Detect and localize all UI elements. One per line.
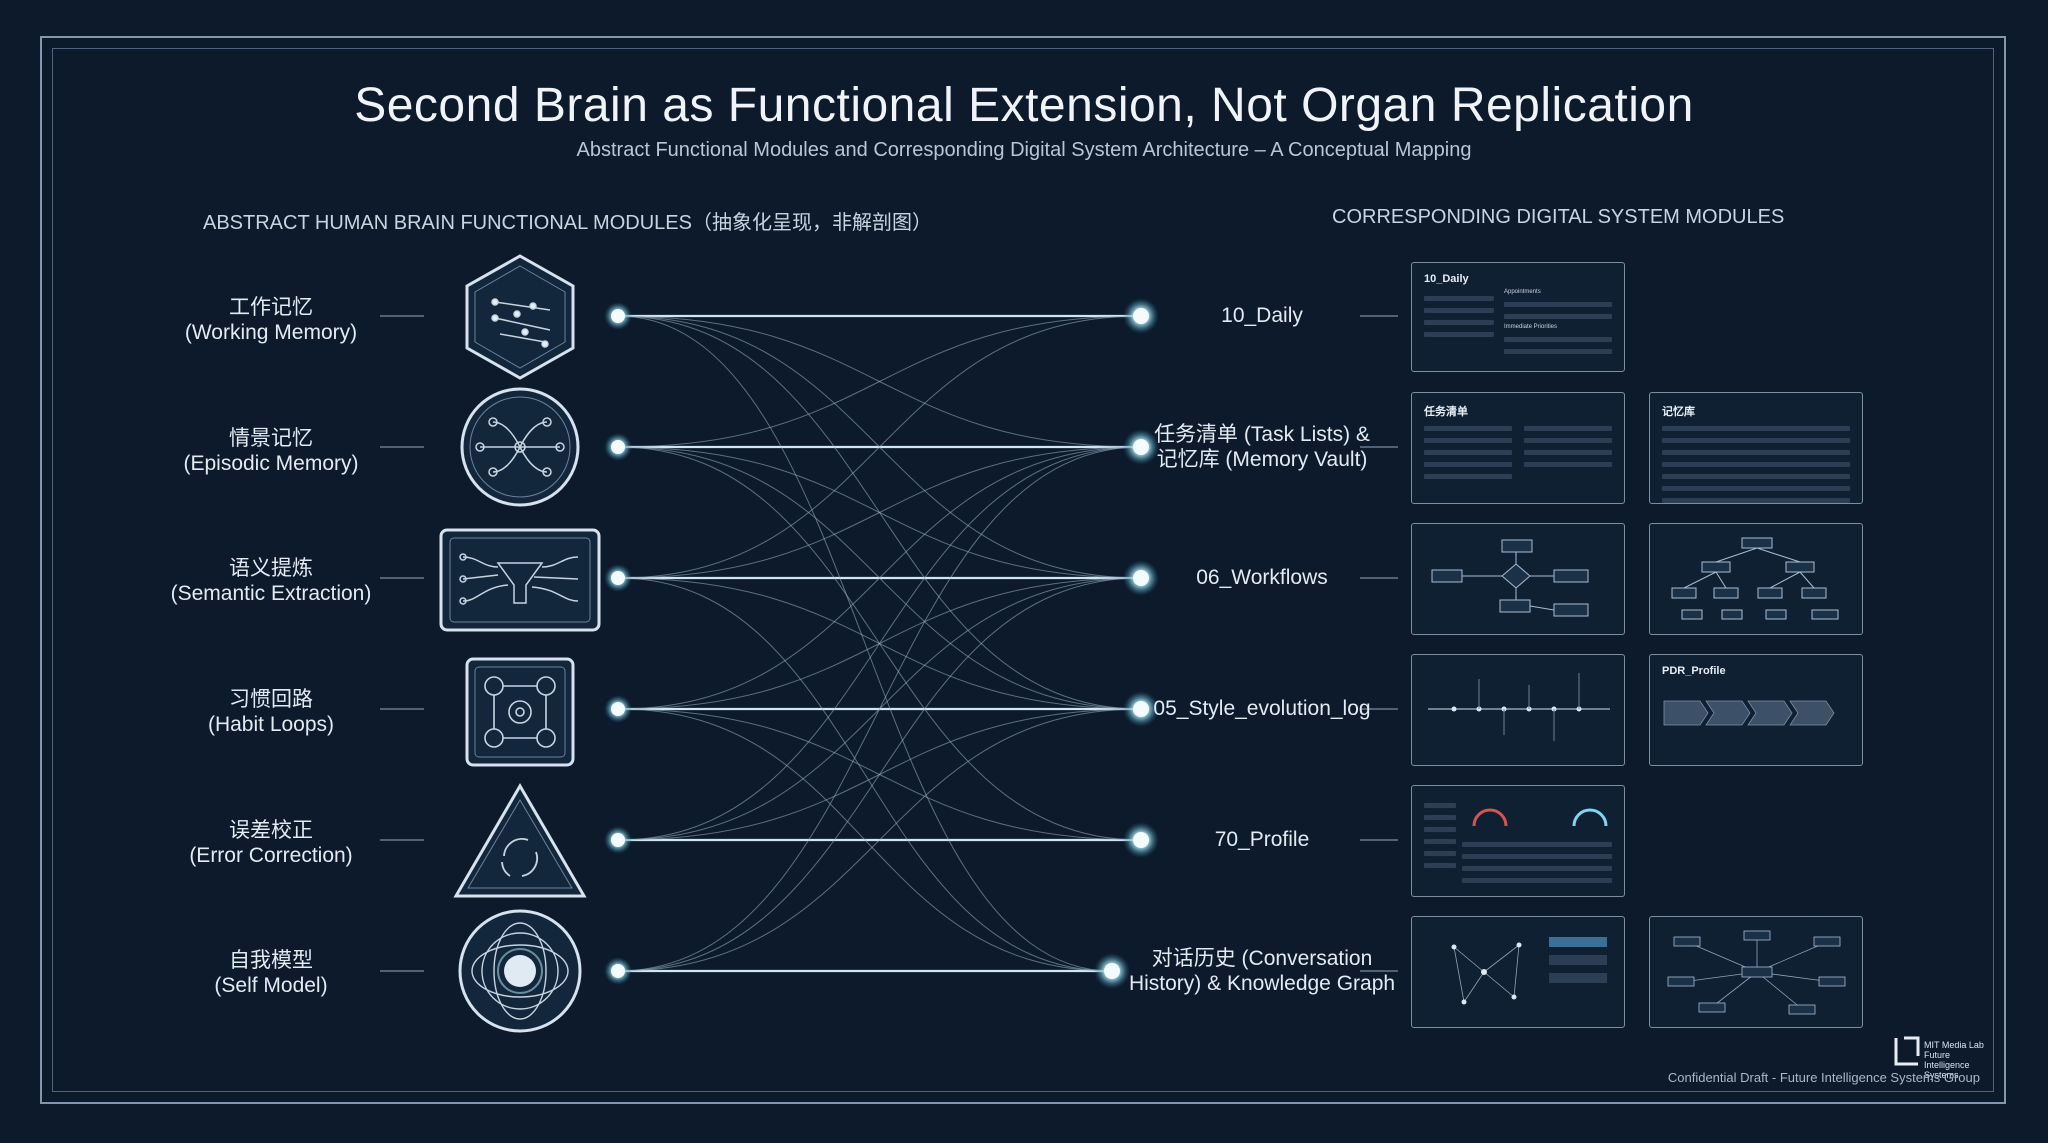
brain-module-semantic-extraction: 语义提炼 (Semantic Extraction) — [141, 556, 401, 606]
confidential-note: Confidential Draft - Future Intelligence… — [1667, 1070, 1980, 1085]
digital-module-conversation-history: 对话历史 (Conversation History) & Knowledge … — [1112, 946, 1412, 996]
flowchart-graphic — [1431, 539, 1589, 617]
cross-connection-curve — [617, 315, 1142, 579]
page-title: Second Brain as Functional Extension, No… — [354, 79, 1694, 132]
module-label-zh: 误差校正 — [229, 819, 313, 842]
cross-connection-curve — [617, 446, 1142, 841]
tree-diagram-graphic — [1671, 537, 1839, 620]
module-label-zh: 工作记忆 — [229, 296, 313, 319]
chevron-progress-graphic — [1663, 700, 1835, 726]
memory-vault-panel: 记忆库 — [1649, 392, 1863, 504]
panel-subheading: Immediate Priorities — [1504, 324, 1558, 330]
circle-nodes-icon — [460, 387, 580, 507]
digital-module-style-log: 05_Style_evolution_log — [1112, 696, 1412, 721]
hexagon-network-icon — [465, 254, 575, 380]
lab-logo — [1892, 1034, 2012, 1068]
panel-title: 任务清单 — [1424, 406, 1468, 418]
cross-connection-curve — [617, 315, 1113, 972]
module-label-en: (Semantic Extraction) — [170, 582, 372, 605]
left-column-heading: ABSTRACT HUMAN BRAIN FUNCTIONAL MODULES（… — [203, 212, 932, 234]
connection-node — [1133, 308, 1149, 324]
workflow-panel-b — [1649, 523, 1863, 635]
module-label-en: (Habit Loops) — [207, 713, 335, 736]
module-label-zh: 语义提炼 — [229, 557, 313, 580]
digital-module-workflows: 06_Workflows — [1112, 565, 1412, 590]
module-label-en: (Episodic Memory) — [183, 452, 359, 475]
panel-subheading: Appointments — [1504, 289, 1541, 295]
digital-label-line1: 10_Daily — [1221, 304, 1303, 327]
brain-module-error-correction: 误差校正 (Error Correction) — [141, 818, 401, 868]
module-label-en: (Self Model) — [214, 974, 328, 997]
connection-node — [611, 571, 625, 585]
profile-panel — [1411, 785, 1625, 897]
module-label-en: (Error Correction) — [189, 844, 353, 867]
knowledge-graph-panel — [1649, 916, 1863, 1028]
brain-module-self-model: 自我模型 (Self Model) — [141, 948, 401, 998]
style-log-panel-a — [1411, 654, 1625, 766]
module-label-en: (Working Memory) — [184, 321, 358, 344]
workflow-panel-a — [1411, 523, 1625, 635]
brain-module-habit-loops: 习惯回路 (Habit Loops) — [141, 687, 401, 737]
page-subtitle: Abstract Functional Modules and Correspo… — [576, 139, 1472, 161]
outer-frame — [40, 36, 2006, 1104]
gauge-graphic — [1472, 808, 1608, 827]
brain-module-working-memory: 工作记忆 (Working Memory) — [141, 295, 401, 345]
cross-connection-curve — [617, 446, 1142, 579]
cross-connection-curve — [617, 315, 1142, 448]
cross-connection-curve — [617, 708, 1142, 972]
right-column-heading: CORRESPONDING DIGITAL SYSTEM MODULES — [1332, 206, 1785, 228]
digital-label-line1: 任务清单 (Task Lists) & — [1154, 423, 1370, 446]
inner-frame — [52, 48, 1994, 1092]
digital-module-profile: 70_Profile — [1112, 827, 1412, 852]
gear-loop-icon — [465, 657, 575, 767]
digital-label-line2: History) & Knowledge Graph — [1128, 972, 1396, 995]
connection-node — [1133, 439, 1149, 455]
orbit-sphere-icon — [458, 909, 582, 1033]
cross-connection-curve — [617, 577, 1113, 972]
panel-title: PDR_Profile — [1662, 665, 1726, 677]
connection-node — [611, 440, 625, 454]
triangle-cycle-icon — [453, 783, 587, 898]
module-label-zh: 自我模型 — [229, 949, 313, 972]
digital-label-line1: 70_Profile — [1214, 828, 1310, 851]
cross-connection-curve — [617, 577, 1142, 972]
connection-node — [611, 964, 625, 978]
conversation-history-panel — [1411, 916, 1625, 1028]
digital-module-task-lists: 任务清单 (Task Lists) & 记忆库 (Memory Vault) — [1112, 422, 1412, 472]
connection-node — [611, 833, 625, 847]
style-log-panel-b: PDR_Profile — [1649, 654, 1863, 766]
module-label-zh: 情景记忆 — [229, 427, 313, 450]
panel-title: 记忆库 — [1662, 406, 1695, 418]
cross-connection-curve — [617, 708, 1113, 972]
daily-panel: 10_Daily Appointments Immediate Prioriti… — [1411, 262, 1625, 372]
digital-label-line1: 对话历史 (Conversation — [1151, 947, 1373, 970]
digital-module-daily: 10_Daily — [1112, 303, 1412, 328]
panel-title: 10_Daily — [1424, 273, 1469, 285]
digital-label-line1: 06_Workflows — [1196, 566, 1328, 589]
connection-node — [1133, 832, 1149, 848]
knowledge-graph-graphic — [1667, 930, 1846, 1015]
lab-logo-mark-icon — [1894, 1036, 1920, 1066]
logo-text: MIT Media Lab Future Intelligence System… — [1924, 1040, 1984, 1080]
timeline-graphic — [1428, 673, 1610, 741]
connection-node — [1133, 570, 1149, 586]
digital-label-line2: 记忆库 (Memory Vault) — [1156, 448, 1368, 471]
brain-module-episodic-memory: 情景记忆 (Episodic Memory) — [141, 426, 401, 476]
network-graph-graphic — [1451, 937, 1607, 1005]
module-label-zh: 习惯回路 — [229, 688, 313, 711]
connection-node — [611, 309, 625, 323]
connection-node — [1104, 963, 1120, 979]
connection-node — [611, 702, 625, 716]
digital-label-line1: 05_Style_evolution_log — [1153, 697, 1371, 720]
connection-node — [1133, 701, 1149, 717]
funnel-icon — [439, 528, 601, 632]
task-lists-panel: 任务清单 — [1411, 392, 1625, 504]
cross-connection-curve — [617, 446, 1142, 972]
cross-connection-curve — [617, 446, 1142, 710]
